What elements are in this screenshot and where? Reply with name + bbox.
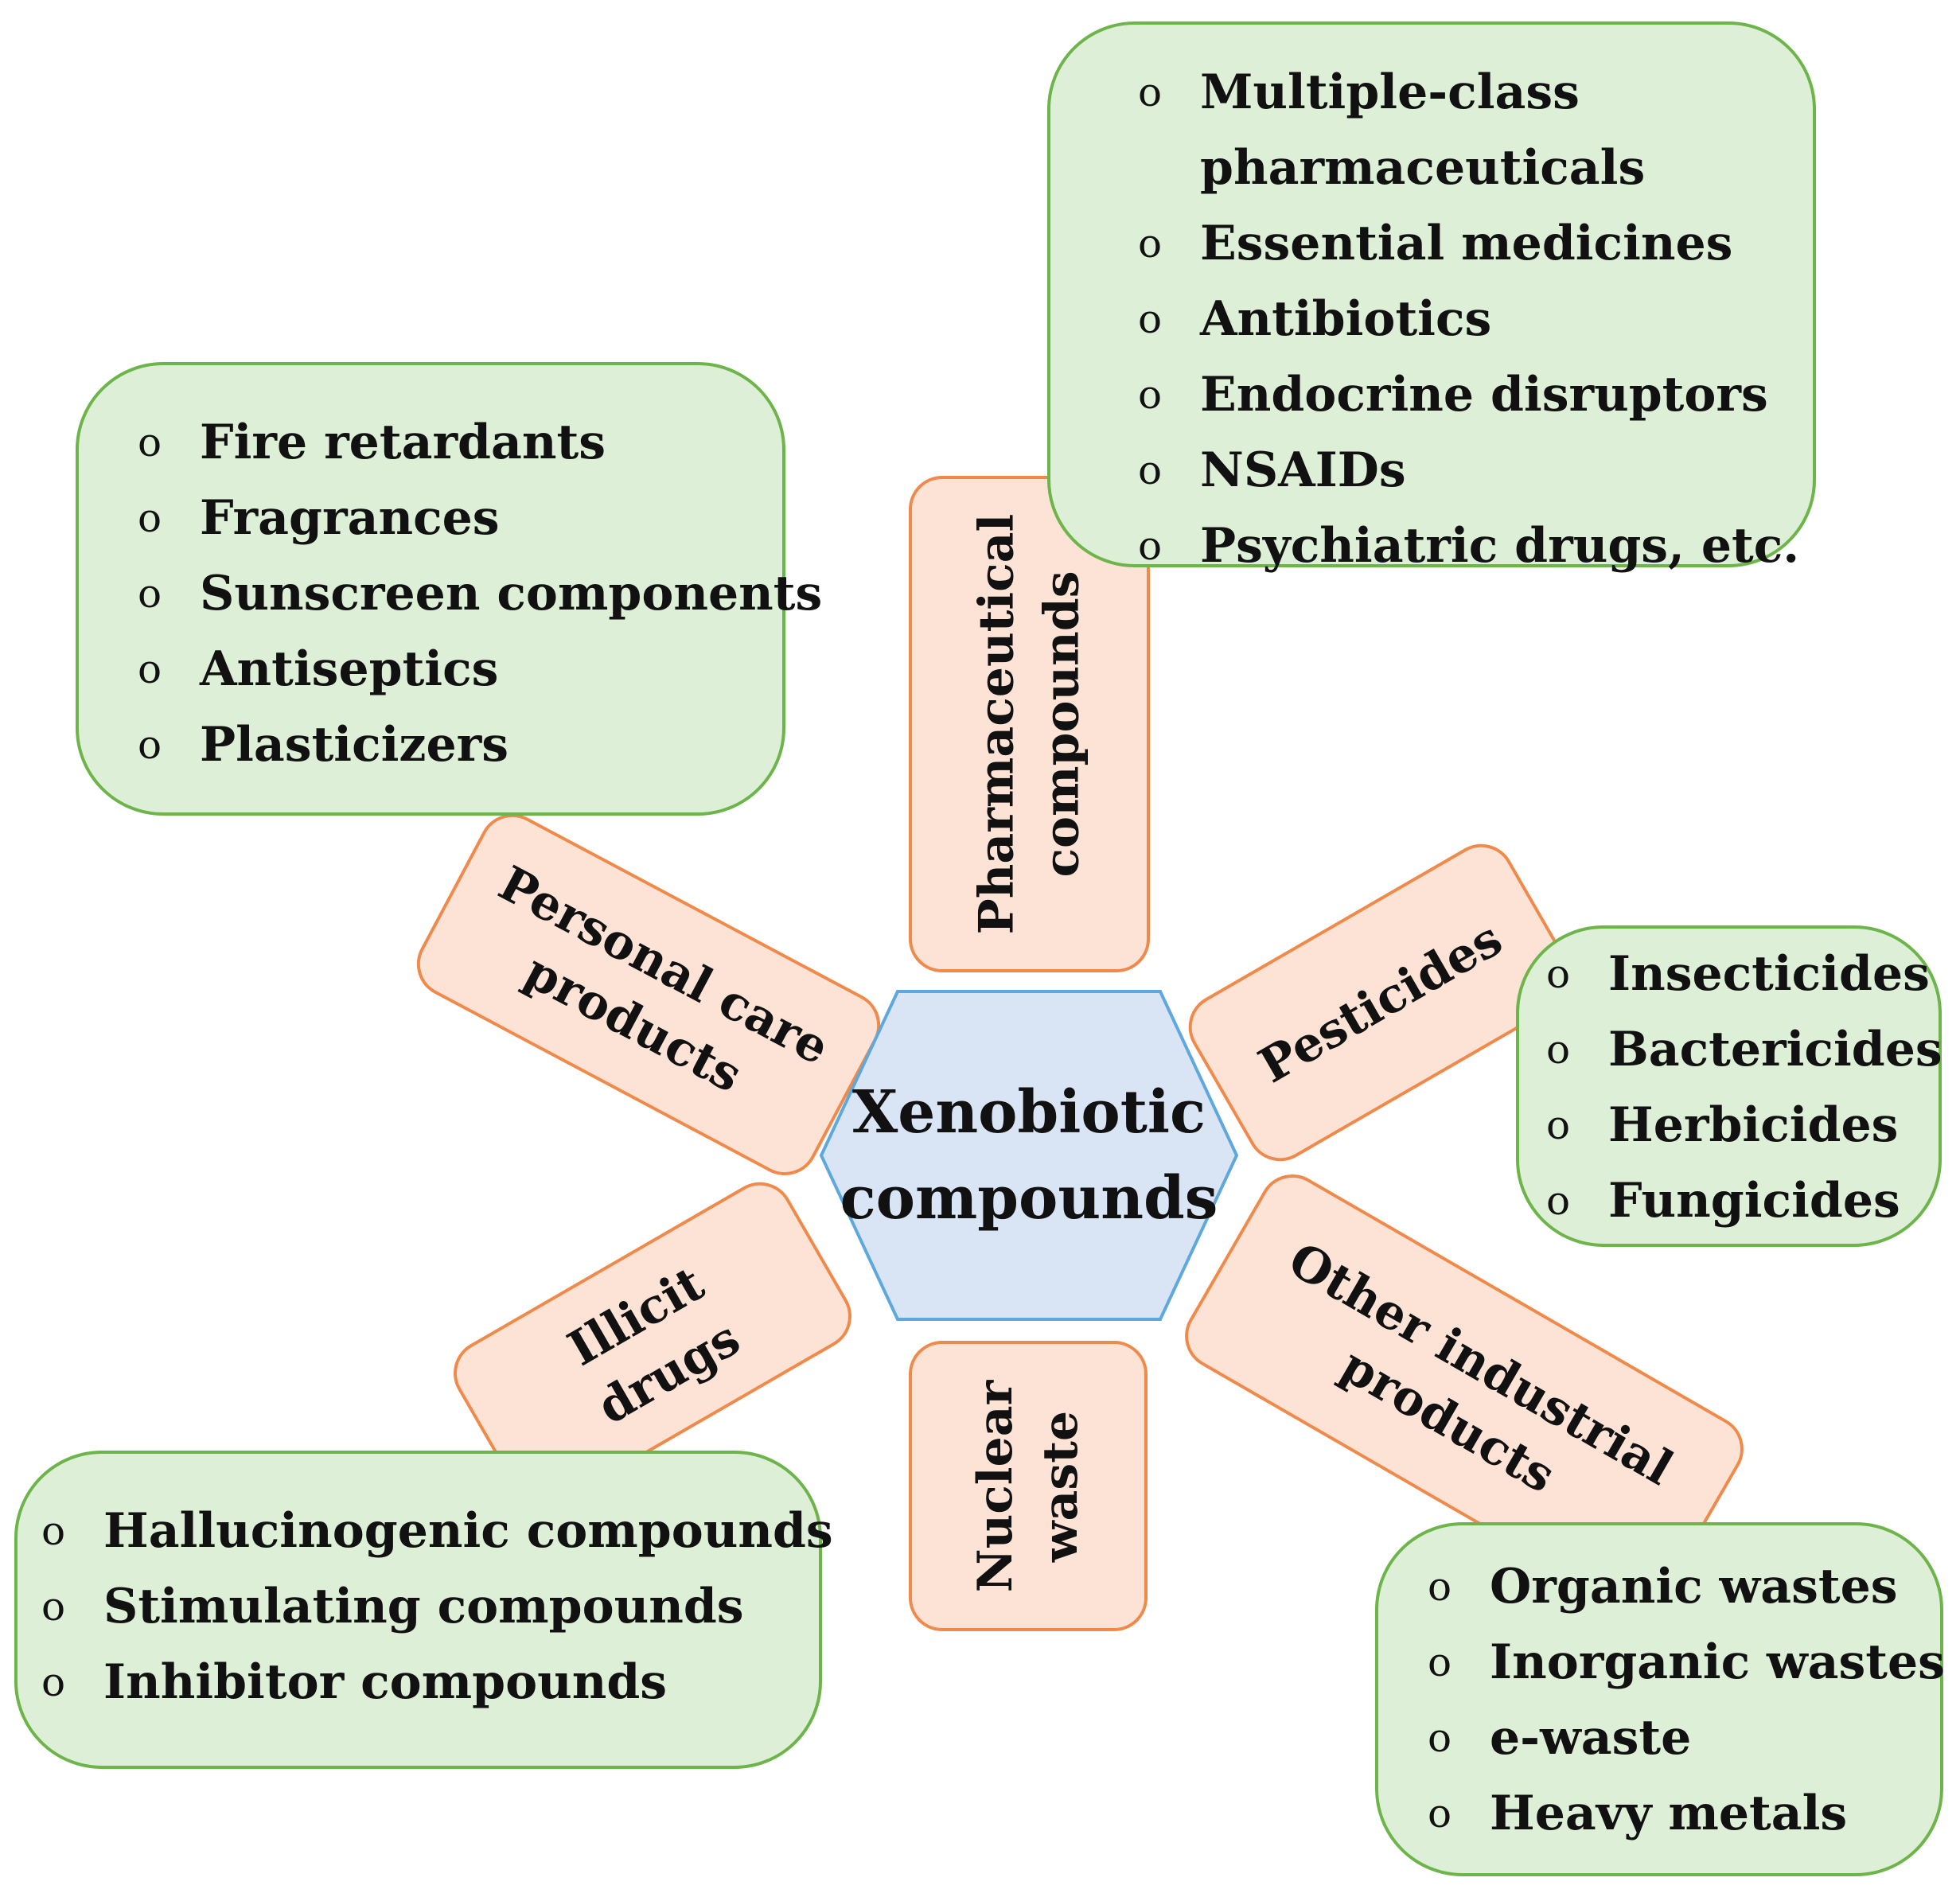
category-nuclear-waste: Nuclear waste <box>909 1341 1148 1631</box>
bullet-icon: o <box>138 571 162 617</box>
bullet-icon: o <box>1546 951 1571 997</box>
bullet-icon: o <box>1428 1639 1452 1685</box>
bullet-icon: o <box>1138 220 1163 267</box>
bullet-icon: o <box>1138 296 1163 342</box>
list-item-continuation: pharmaceuticals <box>1200 140 1646 196</box>
bullet-icon: o <box>1428 1790 1452 1837</box>
bullet-icon: o <box>1546 1178 1571 1224</box>
bullet-icon: o <box>138 722 162 768</box>
bullet-icon: o <box>1546 1102 1571 1148</box>
bullet-icon: o <box>1138 523 1163 569</box>
category-nuclear-waste-label: Nuclear waste <box>968 1380 1089 1592</box>
bullet-icon: o <box>1546 1026 1571 1073</box>
category-other-industrial-label: Other industrial products <box>1279 1232 1682 1505</box>
category-pesticides-label: Pesticides <box>1249 910 1512 1095</box>
category-pharmaceutical-label: Pharmaceutical compounds <box>968 513 1090 935</box>
bullet-icon: o <box>1138 372 1163 418</box>
bullet-icon: o <box>138 495 162 541</box>
bullet-icon: o <box>41 1583 66 1630</box>
bullet-icon: o <box>41 1659 66 1705</box>
bullet-icon: o <box>1138 447 1163 493</box>
category-illicit-drugs-label: Illicit drugs <box>559 1256 750 1436</box>
center-label: Xenobiotic compounds <box>840 1078 1218 1233</box>
bullet-icon: o <box>41 1508 66 1554</box>
bullet-icon: o <box>138 419 162 465</box>
center-hexagon <box>819 990 1239 1321</box>
bullet-icon: o <box>1428 1564 1452 1610</box>
bullet-icon: o <box>1138 69 1163 115</box>
bullet-icon: o <box>138 646 162 692</box>
category-personal-care-label: Personal care products <box>489 855 839 1104</box>
bullet-icon: o <box>1428 1715 1452 1761</box>
